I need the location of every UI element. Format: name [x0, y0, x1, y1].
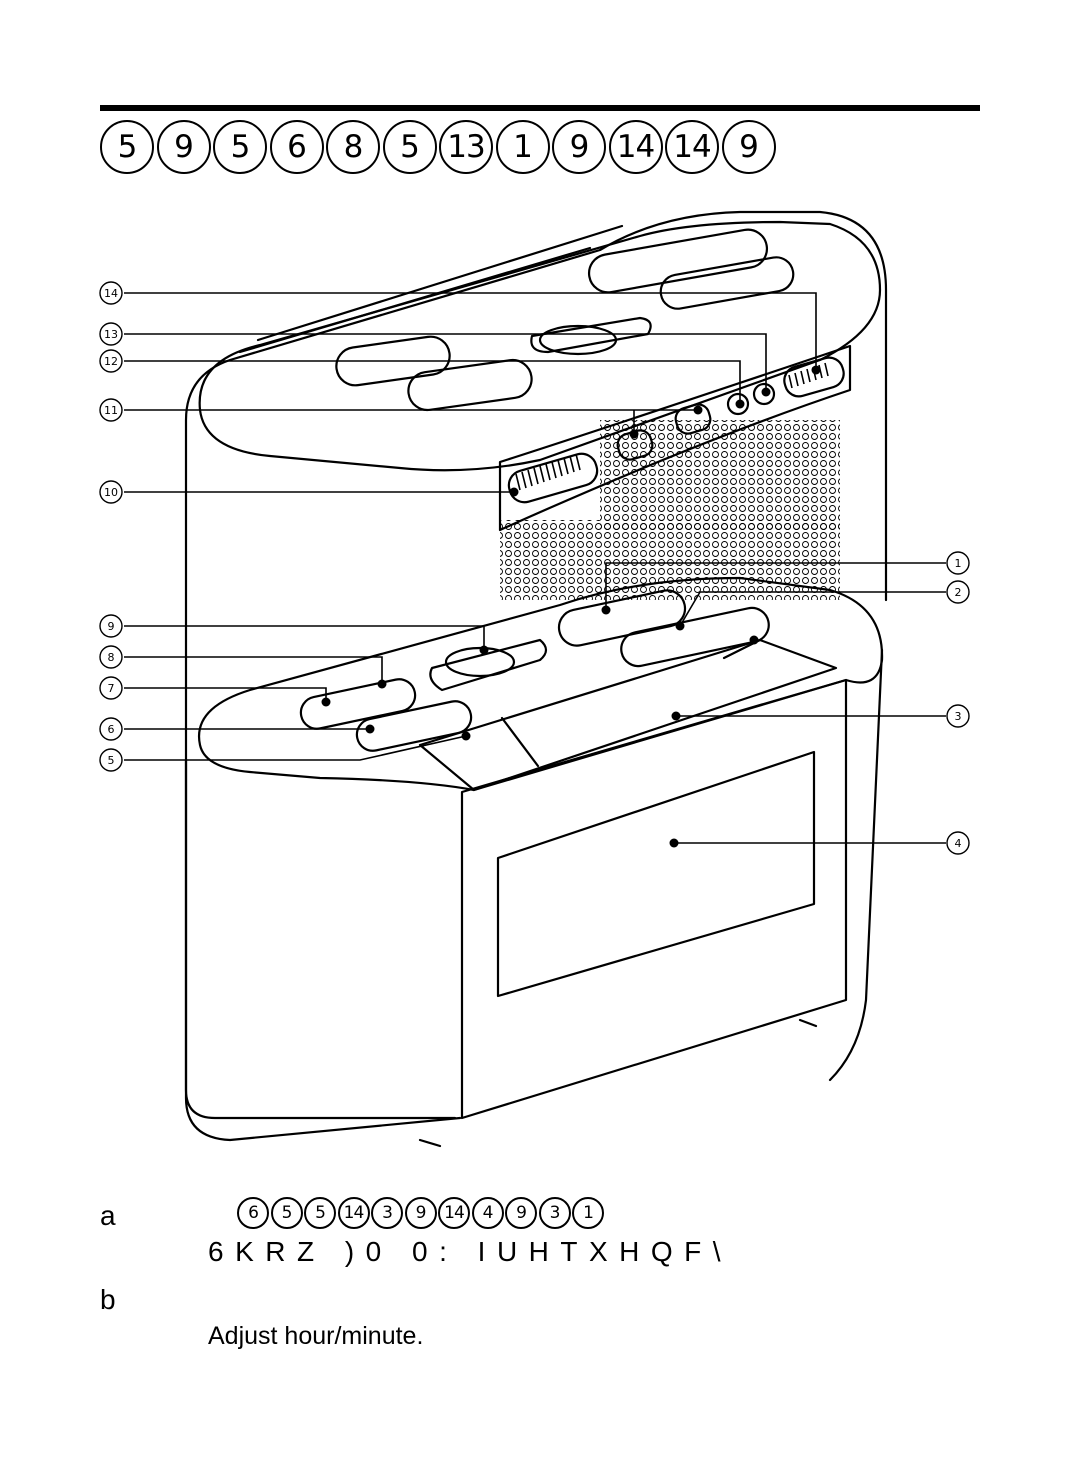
- item-letter-b: b: [100, 1284, 116, 1315]
- side-jack: [752, 382, 776, 406]
- callout-number: 8: [108, 651, 115, 664]
- title-glyph: 9: [552, 120, 606, 174]
- callout-badge: 5: [99, 748, 123, 772]
- callout-number: 6: [108, 723, 115, 736]
- upper-body-outline: [184, 210, 888, 1120]
- heading-glyph: 5: [270, 1197, 303, 1229]
- upper-top-button: [407, 358, 533, 412]
- callout-dots: [321, 365, 821, 848]
- callout-number: 3: [955, 710, 962, 723]
- heading-glyph: 14: [337, 1197, 370, 1229]
- callout-number: 2: [955, 586, 962, 599]
- callout-number: 5: [108, 754, 115, 767]
- item-b-text: Adjust hour/minute.: [208, 1322, 424, 1350]
- heading-glyph: 9: [404, 1197, 437, 1229]
- foot: [418, 1018, 818, 1148]
- front-top-strip: [418, 638, 838, 792]
- callout-number: 4: [955, 837, 962, 850]
- callout-lines-right: [605, 562, 946, 844]
- item-letter-a: a: [100, 1200, 116, 1231]
- callout-badge: 14: [99, 281, 123, 305]
- upper-slider-knob: [538, 324, 618, 356]
- callout-badge: 11: [99, 398, 123, 422]
- callout-badges-right: 1 2 3 4: [946, 551, 970, 855]
- tuning-wheel: [783, 356, 845, 398]
- top-rule: [100, 105, 980, 111]
- heading-glyph: 9: [505, 1197, 537, 1229]
- callout-number: 11: [104, 404, 118, 417]
- lower-top-button: [299, 678, 417, 730]
- callout-badges-left: 14 13 12 11 10 9 8 7 6 5: [99, 281, 123, 772]
- heading-glyph: 1: [572, 1197, 604, 1229]
- title-glyph: 9: [156, 120, 211, 174]
- upper-top-button: [659, 256, 795, 310]
- upper-top-button: [335, 335, 451, 387]
- callout-badge: 13: [99, 322, 123, 346]
- upper-slider-track: [530, 316, 652, 354]
- callout-number: 7: [108, 682, 115, 695]
- callout-badge: 10: [99, 480, 123, 504]
- lower-top-button: [355, 700, 473, 752]
- side-jack: [726, 392, 750, 416]
- heading-glyph: 3: [538, 1197, 571, 1229]
- callout-badge: 4: [946, 831, 970, 855]
- lower-body-outline: [184, 648, 884, 1142]
- callout-badge: 3: [946, 704, 970, 728]
- callout-number: 13: [104, 328, 118, 341]
- title-glyph: 6: [269, 120, 324, 174]
- title-glyph: 8: [326, 120, 380, 174]
- lower-top-oval: [197, 576, 884, 792]
- title-glyph: 1: [495, 120, 550, 174]
- heading-glyph: 3: [371, 1197, 403, 1229]
- display-window: [460, 678, 848, 1120]
- callout-number: 9: [108, 620, 115, 633]
- upper-top-button: [587, 228, 769, 294]
- title-glyph: 5: [213, 120, 267, 174]
- item-a-text: 6KRZ )0 0: IUHTXHQF\: [208, 1236, 733, 1267]
- title-glyph: 5: [100, 120, 154, 174]
- upper-top-edge: [238, 224, 624, 354]
- volume-wheel: [507, 452, 599, 504]
- title-glyph: 14: [608, 120, 663, 174]
- callout-badge: 6: [99, 717, 123, 741]
- lcd-screen: [496, 750, 816, 998]
- upper-top-oval: [198, 220, 882, 472]
- volume-wheel-ribs: [515, 453, 581, 491]
- callout-badge: 9: [99, 614, 123, 638]
- title-glyph: 14: [665, 120, 719, 174]
- title-glyph: 13: [439, 120, 493, 174]
- lower-top-button: [620, 606, 770, 668]
- item-a-heading: 6 5 5 14 3 9 14 4 9 3 1: [237, 1197, 606, 1229]
- callout-number: 14: [104, 287, 118, 300]
- lower-top-button: [557, 589, 687, 647]
- heading-glyph: 6: [237, 1197, 269, 1229]
- callout-lines-left: [124, 292, 817, 761]
- callout-number: 10: [104, 486, 118, 499]
- callout-number: 12: [104, 355, 118, 368]
- speaker-grille: [500, 420, 840, 600]
- heading-glyph: 5: [304, 1197, 336, 1229]
- callout-badge: 12: [99, 349, 123, 373]
- callout-badge: 1: [946, 551, 970, 575]
- title-glyph: 9: [721, 120, 776, 174]
- callout-badge: 2: [946, 580, 970, 604]
- page-title: 5 9 5 6 8 5 13 1 9 14 14 9: [100, 120, 778, 174]
- callout-badge: 8: [99, 645, 123, 669]
- heading-glyph: 14: [438, 1197, 470, 1229]
- callout-number: 1: [955, 557, 962, 570]
- title-glyph: 5: [382, 120, 437, 174]
- callout-badge: 7: [99, 676, 123, 700]
- lower-slider-track: [429, 638, 548, 692]
- heading-glyph: 4: [471, 1197, 504, 1229]
